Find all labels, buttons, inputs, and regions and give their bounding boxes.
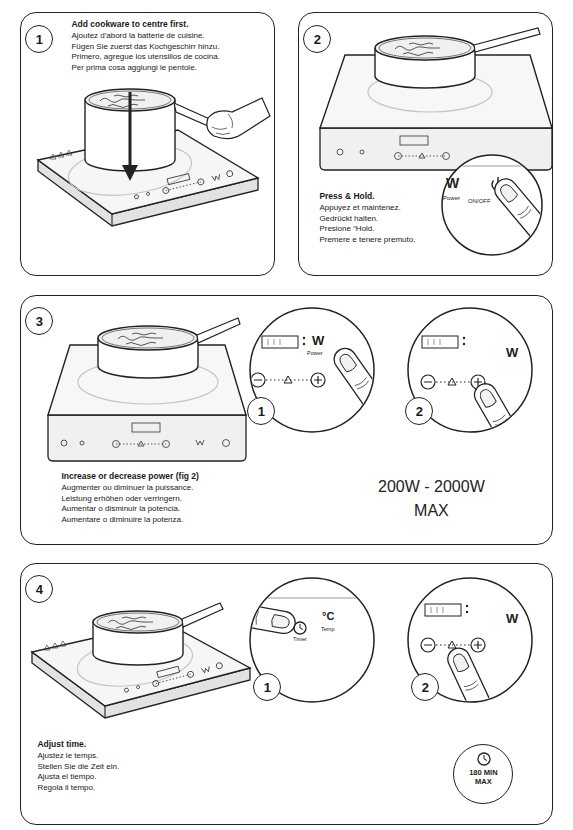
timer-badge: 180 MIN MAX [453, 744, 513, 804]
step-panel: Press & Hold.Appuyez et maintenez.Gedrüc… [298, 12, 553, 276]
step-instruction: Premere e tenere premuto. [319, 235, 415, 246]
step-heading: Increase or decrease power (fig 2) [61, 471, 198, 482]
step-number: 2 [422, 681, 429, 694]
step-instruction: Fügen Sie zuerst das Kochgeschirr hinzu. [71, 42, 219, 53]
callout-number: 1 [253, 673, 281, 701]
step-number: 1 [36, 33, 43, 46]
step-instruction: Stellen Sie die Zeit ein. [37, 762, 119, 773]
step-number: 4 [36, 583, 43, 596]
text-column: Press & Hold.Appuyez et maintenez.Gedrüc… [319, 191, 437, 246]
callout-number: 2 [303, 25, 331, 53]
callout-number: 4 [25, 575, 53, 603]
control-label: Power [443, 195, 460, 201]
step-instruction: Leistung erhöhen oder verringern. [61, 494, 182, 505]
text-column: Adjust time.Ajustez le temps.Stellen Sie… [37, 739, 237, 794]
step-panel: Adjust time.Ajustez le temps.Stellen Sie… [20, 563, 553, 825]
step-instruction: Aumentare o diminuire la potenza. [61, 515, 183, 526]
step-instruction: Primero, agregue los utensilios de cocin… [71, 52, 220, 63]
step-heading: Adjust time. [37, 739, 86, 750]
callout-number: 1 [247, 397, 275, 425]
control-label: Power [307, 351, 323, 357]
step-instruction: Aumentar o disminuir la potencia. [61, 504, 180, 515]
text-column: 200W - 2000W MAX [356, 477, 506, 523]
timer-text: 180 MIN MAX [463, 769, 503, 786]
step-instruction: Appuyez et maintenez. [319, 203, 400, 214]
step-number: 2 [314, 33, 321, 46]
callout-number: 3 [25, 307, 53, 335]
callout-number: 2 [411, 673, 439, 701]
step-instruction: Presione “Hold. [319, 224, 374, 235]
power-range: MAX [414, 501, 449, 520]
step-instruction: Ajoutez d'abord la batterie de cuisine. [71, 31, 204, 42]
step-panel: Add cookware to centre first.Ajoutez d'a… [20, 12, 275, 276]
step-instruction: Regola il tempo. [37, 783, 95, 794]
step-number: 1 [258, 405, 265, 418]
power-range: 200W - 2000W [378, 477, 485, 496]
hob-step2 [320, 28, 557, 255]
step-heading: Add cookware to centre first. [71, 19, 188, 30]
text-column: Add cookware to centre first.Ajoutez d'a… [71, 19, 266, 74]
text-column: Increase or decrease power (fig 2)Augmen… [61, 471, 291, 526]
control-label: ON/OFF [468, 198, 491, 204]
step-instruction: Gedrückt halten. [319, 214, 378, 225]
control-label: °C [322, 611, 334, 622]
control-label: Temp [321, 627, 334, 633]
step-instruction: Ajustez le temps. [37, 751, 98, 762]
hob-step4 [32, 578, 532, 765]
step-panel: Increase or decrease power (fig 2)Augmen… [20, 295, 553, 545]
hob-step3 [48, 308, 532, 461]
step-number: 2 [416, 405, 423, 418]
control-label: W [446, 176, 459, 190]
control-label: W [506, 346, 518, 359]
control-label: Timer [293, 637, 307, 643]
step-number: 1 [264, 681, 271, 694]
step-number: 3 [36, 315, 43, 328]
step-instruction: Per prima cosa aggiungi le pentole. [71, 63, 196, 74]
step-instruction: Ajusta el tiempo. [37, 772, 96, 783]
control-label: W [312, 334, 324, 347]
control-label: W [506, 612, 518, 625]
step-heading: Press & Hold. [319, 191, 374, 202]
hob-step1 [38, 89, 270, 226]
step-instruction: Augmenter ou diminuer la puissance. [61, 483, 193, 494]
callout-number: 1 [25, 25, 53, 53]
callout-number: 2 [405, 397, 433, 425]
